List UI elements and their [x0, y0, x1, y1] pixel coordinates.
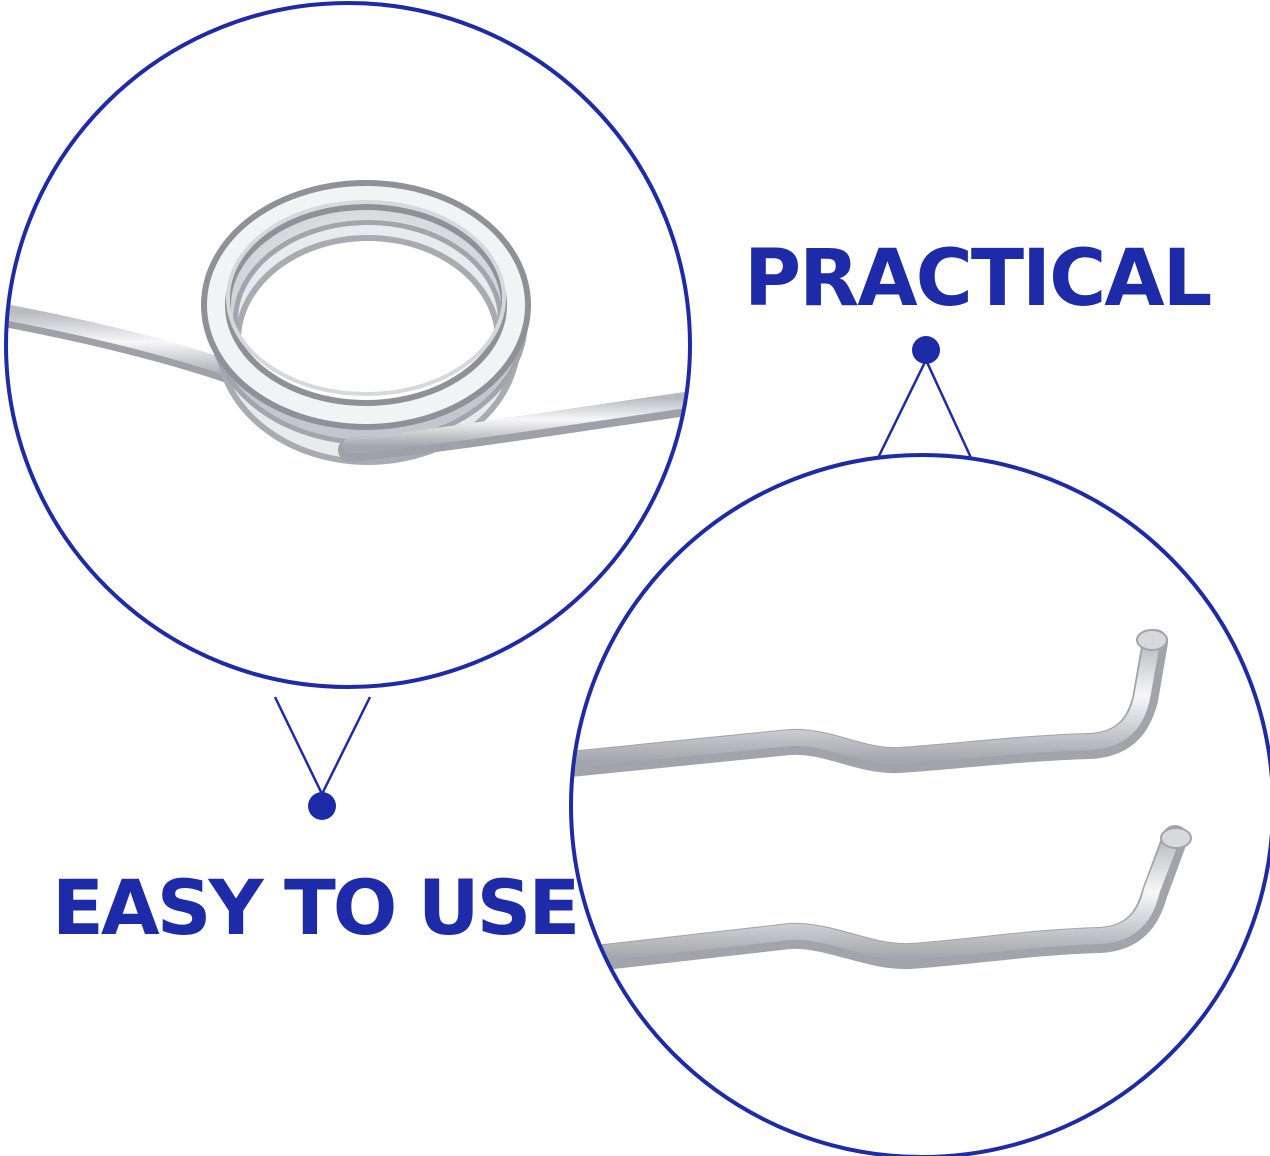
wire-hooks-image — [571, 629, 1192, 975]
wire-hooks-closeup-circle — [569, 453, 1270, 1156]
easy-to-use-caption: EASY TO USE — [52, 863, 580, 952]
practical-caption: PRACTICAL — [744, 234, 1212, 324]
spring-coil-closeup-circle — [4, 1, 692, 689]
spring-coil-image — [6, 180, 690, 465]
easy-to-use-connector — [273, 696, 372, 820]
practical-connector — [876, 336, 974, 461]
